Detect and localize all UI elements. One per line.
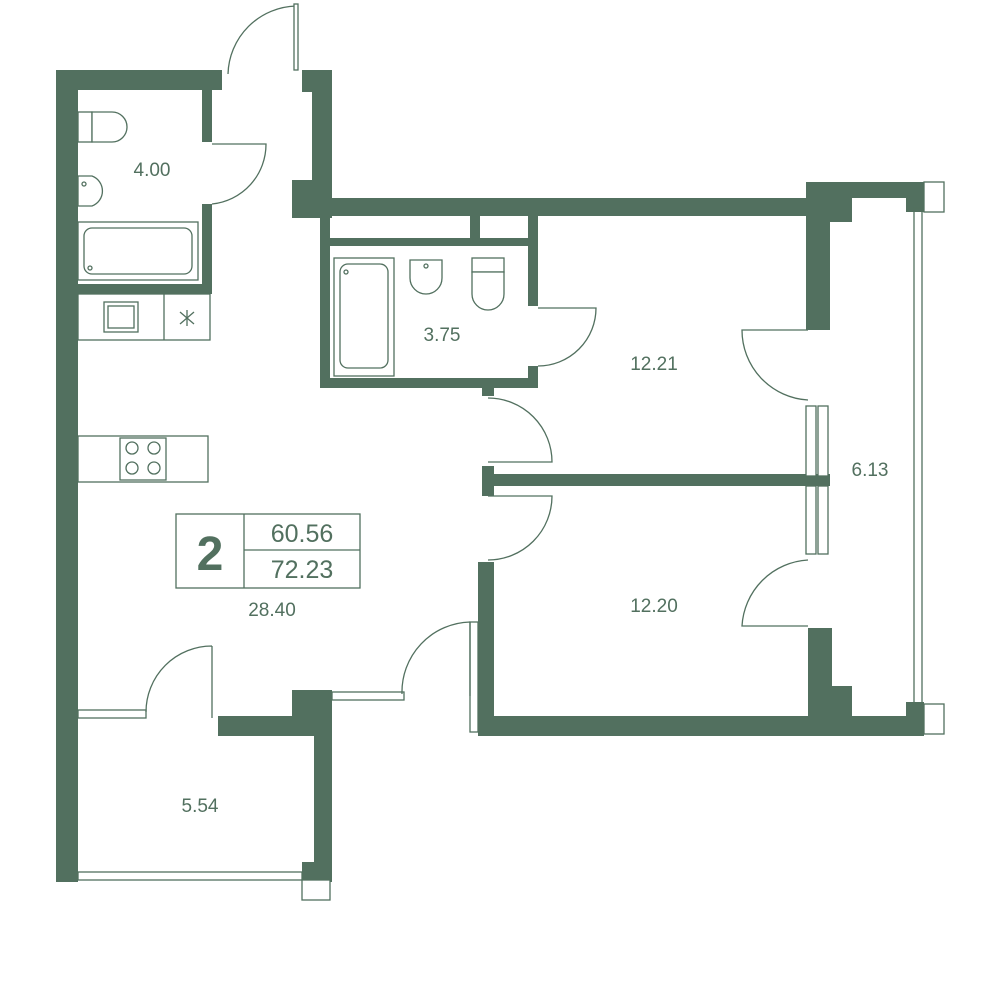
living-window-bottom bbox=[331, 691, 405, 701]
kitchen-counter bbox=[77, 293, 211, 341]
apartment-info-box: 2 60.56 72.23 bbox=[175, 513, 361, 589]
wall-bath-partition-lower bbox=[202, 204, 212, 288]
bedroom-lower-door-swing bbox=[487, 495, 553, 561]
wall-top-middle bbox=[292, 198, 830, 216]
room-area-bathroom-second: 3.75 bbox=[424, 325, 461, 346]
room-area-bedroom-lower: 12.20 bbox=[630, 596, 678, 617]
loggia-glazing-bottom bbox=[77, 871, 303, 881]
room-labels: 4.00 3.75 12.21 12.20 6.13 28.40 5.54 bbox=[134, 160, 889, 817]
bathtub-icon bbox=[77, 221, 199, 281]
wall-loggia-corner bbox=[302, 862, 332, 882]
walls bbox=[56, 70, 924, 882]
wall-left-exterior bbox=[56, 70, 78, 882]
doors bbox=[145, 3, 809, 718]
wall-bath2-upper bbox=[320, 238, 538, 246]
balcony-door-upper bbox=[805, 405, 817, 477]
balcony-door-upper-b bbox=[817, 405, 829, 477]
balcony-lower-door-swing bbox=[741, 559, 809, 627]
wall-bath-bottom bbox=[78, 284, 212, 294]
wall-bottom-bedroom bbox=[478, 716, 924, 736]
wall-bath2-bottom bbox=[320, 378, 538, 388]
wall-loggia-right bbox=[314, 716, 332, 882]
wall-top-right-corner bbox=[806, 182, 852, 222]
living-area: 60.56 bbox=[271, 520, 334, 548]
toilet-icon bbox=[77, 111, 128, 143]
bathtub-icon bbox=[333, 257, 395, 377]
living-right-opening bbox=[469, 621, 479, 733]
loggia-door-swing bbox=[145, 645, 213, 718]
extractor-icon bbox=[179, 310, 195, 326]
wall-bottom-right-end bbox=[906, 702, 924, 736]
bath-door-swing bbox=[211, 143, 267, 205]
bedroom-upper-door-swing bbox=[487, 397, 553, 463]
kitchen-island bbox=[77, 435, 209, 483]
balcony-glazing bbox=[913, 207, 923, 705]
room-area-bedroom-upper: 12.21 bbox=[630, 354, 678, 375]
wall-corridor-right bbox=[478, 562, 494, 736]
sink-icon bbox=[409, 259, 443, 295]
sink-icon bbox=[77, 175, 104, 207]
hob-icon bbox=[119, 437, 167, 481]
entrance-door-leaf bbox=[293, 3, 299, 71]
room-area-living-kitchen: 28.40 bbox=[248, 600, 296, 621]
loggia-glazing-cap bbox=[301, 879, 331, 901]
windows bbox=[77, 181, 945, 901]
wall-bedroom-divider bbox=[494, 474, 830, 486]
room-area-balcony: 6.13 bbox=[852, 460, 889, 481]
room-area-loggia: 5.54 bbox=[182, 796, 219, 817]
wall-bath2-right-lower bbox=[528, 366, 538, 388]
balcony-upper-door-swing bbox=[741, 329, 809, 401]
balcony-door-lower bbox=[805, 485, 817, 555]
wall-bath2-left bbox=[320, 198, 330, 388]
wall-corridor-stub bbox=[482, 466, 494, 496]
rooms-count: 2 bbox=[197, 528, 224, 581]
wall-shaft-left bbox=[470, 210, 480, 246]
wall-top-right-end bbox=[906, 182, 924, 212]
wall-bath2-right bbox=[528, 210, 538, 306]
balcony-glazing-cap-top bbox=[923, 181, 945, 213]
balcony-glazing-cap-bottom bbox=[923, 703, 945, 735]
wall-bath-partition-upper bbox=[202, 86, 212, 142]
wall-column-small bbox=[482, 386, 494, 396]
living-window-door-swing bbox=[401, 621, 471, 696]
bath2-door-swing bbox=[537, 307, 597, 367]
fixtures bbox=[77, 111, 505, 483]
balcony-door-lower-b bbox=[817, 485, 829, 555]
wall-top-left bbox=[56, 70, 222, 90]
loggia-door-frame bbox=[77, 709, 147, 719]
wall-bottom-right-corner bbox=[808, 686, 852, 732]
total-area: 72.23 bbox=[271, 556, 334, 584]
toilet-icon bbox=[471, 257, 505, 311]
info-box-frame bbox=[175, 513, 361, 589]
room-area-bathroom-main: 4.00 bbox=[134, 160, 171, 181]
entrance-door-swing bbox=[227, 5, 297, 75]
